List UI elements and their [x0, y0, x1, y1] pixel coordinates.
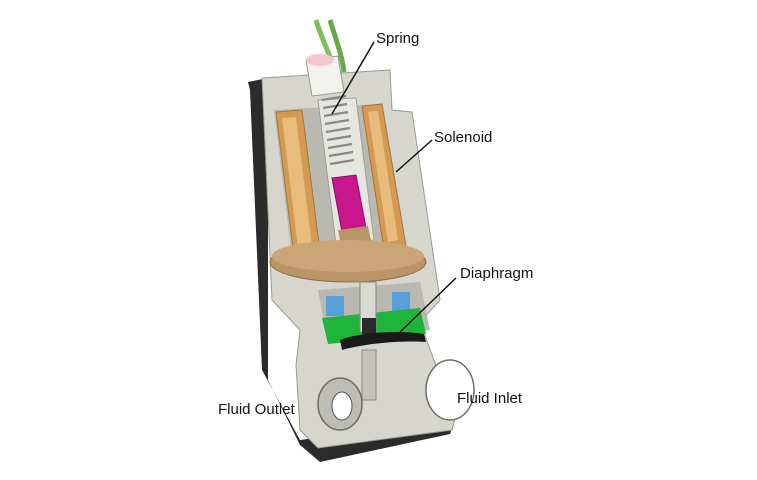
diaphragm-leader-line: [399, 277, 457, 333]
top-fitting-cap: [306, 54, 334, 66]
spring-leader-line: [331, 41, 375, 115]
coil-left-highlight: [282, 117, 312, 248]
inlet-port: [425, 359, 475, 421]
label-fluid-outlet: Fluid Outlet: [218, 401, 295, 418]
shaft-tip: [362, 318, 376, 334]
brass-disc-top: [272, 240, 424, 272]
label-spring: Spring: [376, 30, 420, 47]
spring-coils: [321, 94, 355, 166]
label-fluid-inlet: Fluid Inlet: [457, 390, 523, 407]
label-diaphragm: Diaphragm: [460, 265, 534, 282]
label-solenoid: Solenoid: [434, 129, 493, 146]
green-wire-b: [327, 19, 347, 73]
coil-right-highlight: [368, 111, 398, 242]
blue-ring-right: [392, 292, 410, 312]
flow-passage: [361, 349, 377, 401]
outlet-port-inner: [331, 391, 353, 421]
blue-ring-left: [326, 296, 344, 316]
diaphragm-black: [340, 332, 426, 350]
solenoid-leader-line: [395, 139, 433, 173]
